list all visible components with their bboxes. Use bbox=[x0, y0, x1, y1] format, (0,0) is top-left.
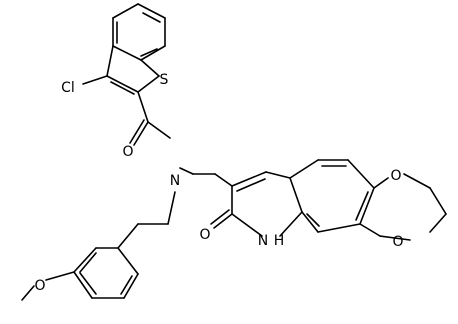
methoxy-oxygen: O bbox=[34, 278, 45, 294]
bond-lines bbox=[21, 3, 447, 301]
chlorine-atom: Cl bbox=[61, 80, 75, 96]
dioxane-oxygen-top: O bbox=[390, 168, 401, 184]
ring-nitrogen: N bbox=[258, 233, 268, 249]
atom-labels: Cl S O N O N H O O O bbox=[34, 72, 403, 294]
amide-oxygen: O bbox=[122, 144, 133, 160]
sulfur-atom: S bbox=[160, 72, 169, 88]
nitrogen-hydrogen: H bbox=[274, 233, 285, 249]
lactam-oxygen: O bbox=[199, 227, 210, 243]
amide-nitrogen: N bbox=[170, 173, 180, 189]
dioxane-oxygen-bottom: O bbox=[392, 234, 403, 250]
